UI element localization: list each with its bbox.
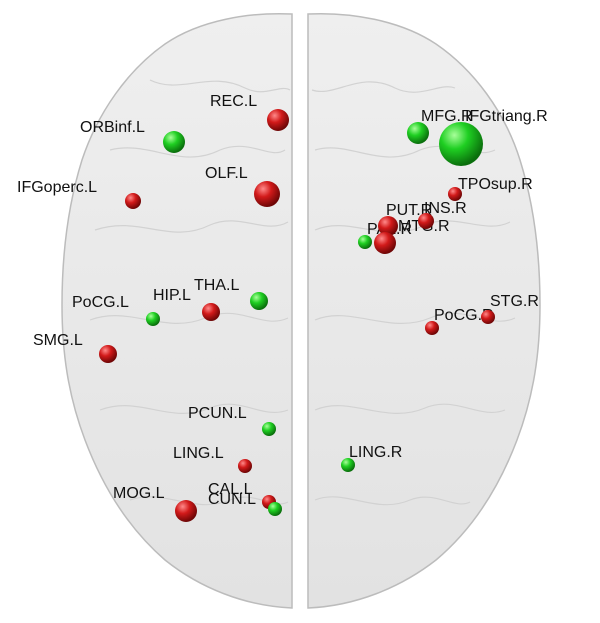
region-label-olf-l: OLF.L [205,165,248,182]
region-label-pocg-r: PoCG.R [434,307,494,324]
region-label-mfg-r: MFG.R [421,108,473,125]
region-node-smg-l [99,345,117,363]
region-label-pcun-l: PCUN.L [188,405,247,422]
region-node-put-r [378,216,398,236]
region-label-tha-l: THA.L [194,277,239,294]
region-label-stg-r: STG.R [490,293,539,310]
region-node-stg-r [481,310,495,324]
region-node-ifgoperc-l [125,193,141,209]
region-node-pocg-l [146,312,160,326]
region-node-pocg-r [425,321,439,335]
region-node-pcun-l [262,422,276,436]
region-label-ling-l: LING.L [173,445,224,462]
region-node-ling-r [341,458,355,472]
region-label-ins-r: INS.R [424,200,467,217]
region-label-put-r: PUT.R [386,202,432,219]
region-label-orbinf-l: ORBinf.L [80,119,145,136]
region-node-mtg-r [374,232,396,254]
region-label-hip-l: HIP.L [153,287,191,304]
region-node-ifgtriang-r [439,122,483,166]
region-node-pal-r [358,235,372,249]
region-node-rec-l [267,109,289,131]
region-label-ifgtriang-r: IFGtriang.R [465,108,548,125]
region-label-mog-l: MOG.L [113,485,165,502]
region-node-mfg-r [407,122,429,144]
region-node-ling-l [238,459,252,473]
region-label-cal-l: CAL.L [208,481,253,498]
region-label-smg-l: SMG.L [33,332,83,349]
region-label-ifgoperc-l: IFGoperc.L [17,179,97,196]
right-hemisphere [307,12,541,609]
left-hemisphere [61,12,293,609]
region-label-pocg-l: PoCG.L [72,294,129,311]
region-node-orbinf-l [163,131,185,153]
region-label-rec-l: REC.L [210,93,257,110]
region-label-cun-l: CUN.L [208,491,256,508]
region-node-tposup-r [448,187,462,201]
region-node-olf-l [254,181,280,207]
region-node-cun-l [268,502,282,516]
region-node-tha-l [250,292,268,310]
region-node-hip-l [202,303,220,321]
region-node-ins-r [418,213,434,229]
region-node-mog-l [175,500,197,522]
region-label-ling-r: LING.R [349,444,402,461]
region-label-tposup-r: TPOsup.R [458,176,533,193]
